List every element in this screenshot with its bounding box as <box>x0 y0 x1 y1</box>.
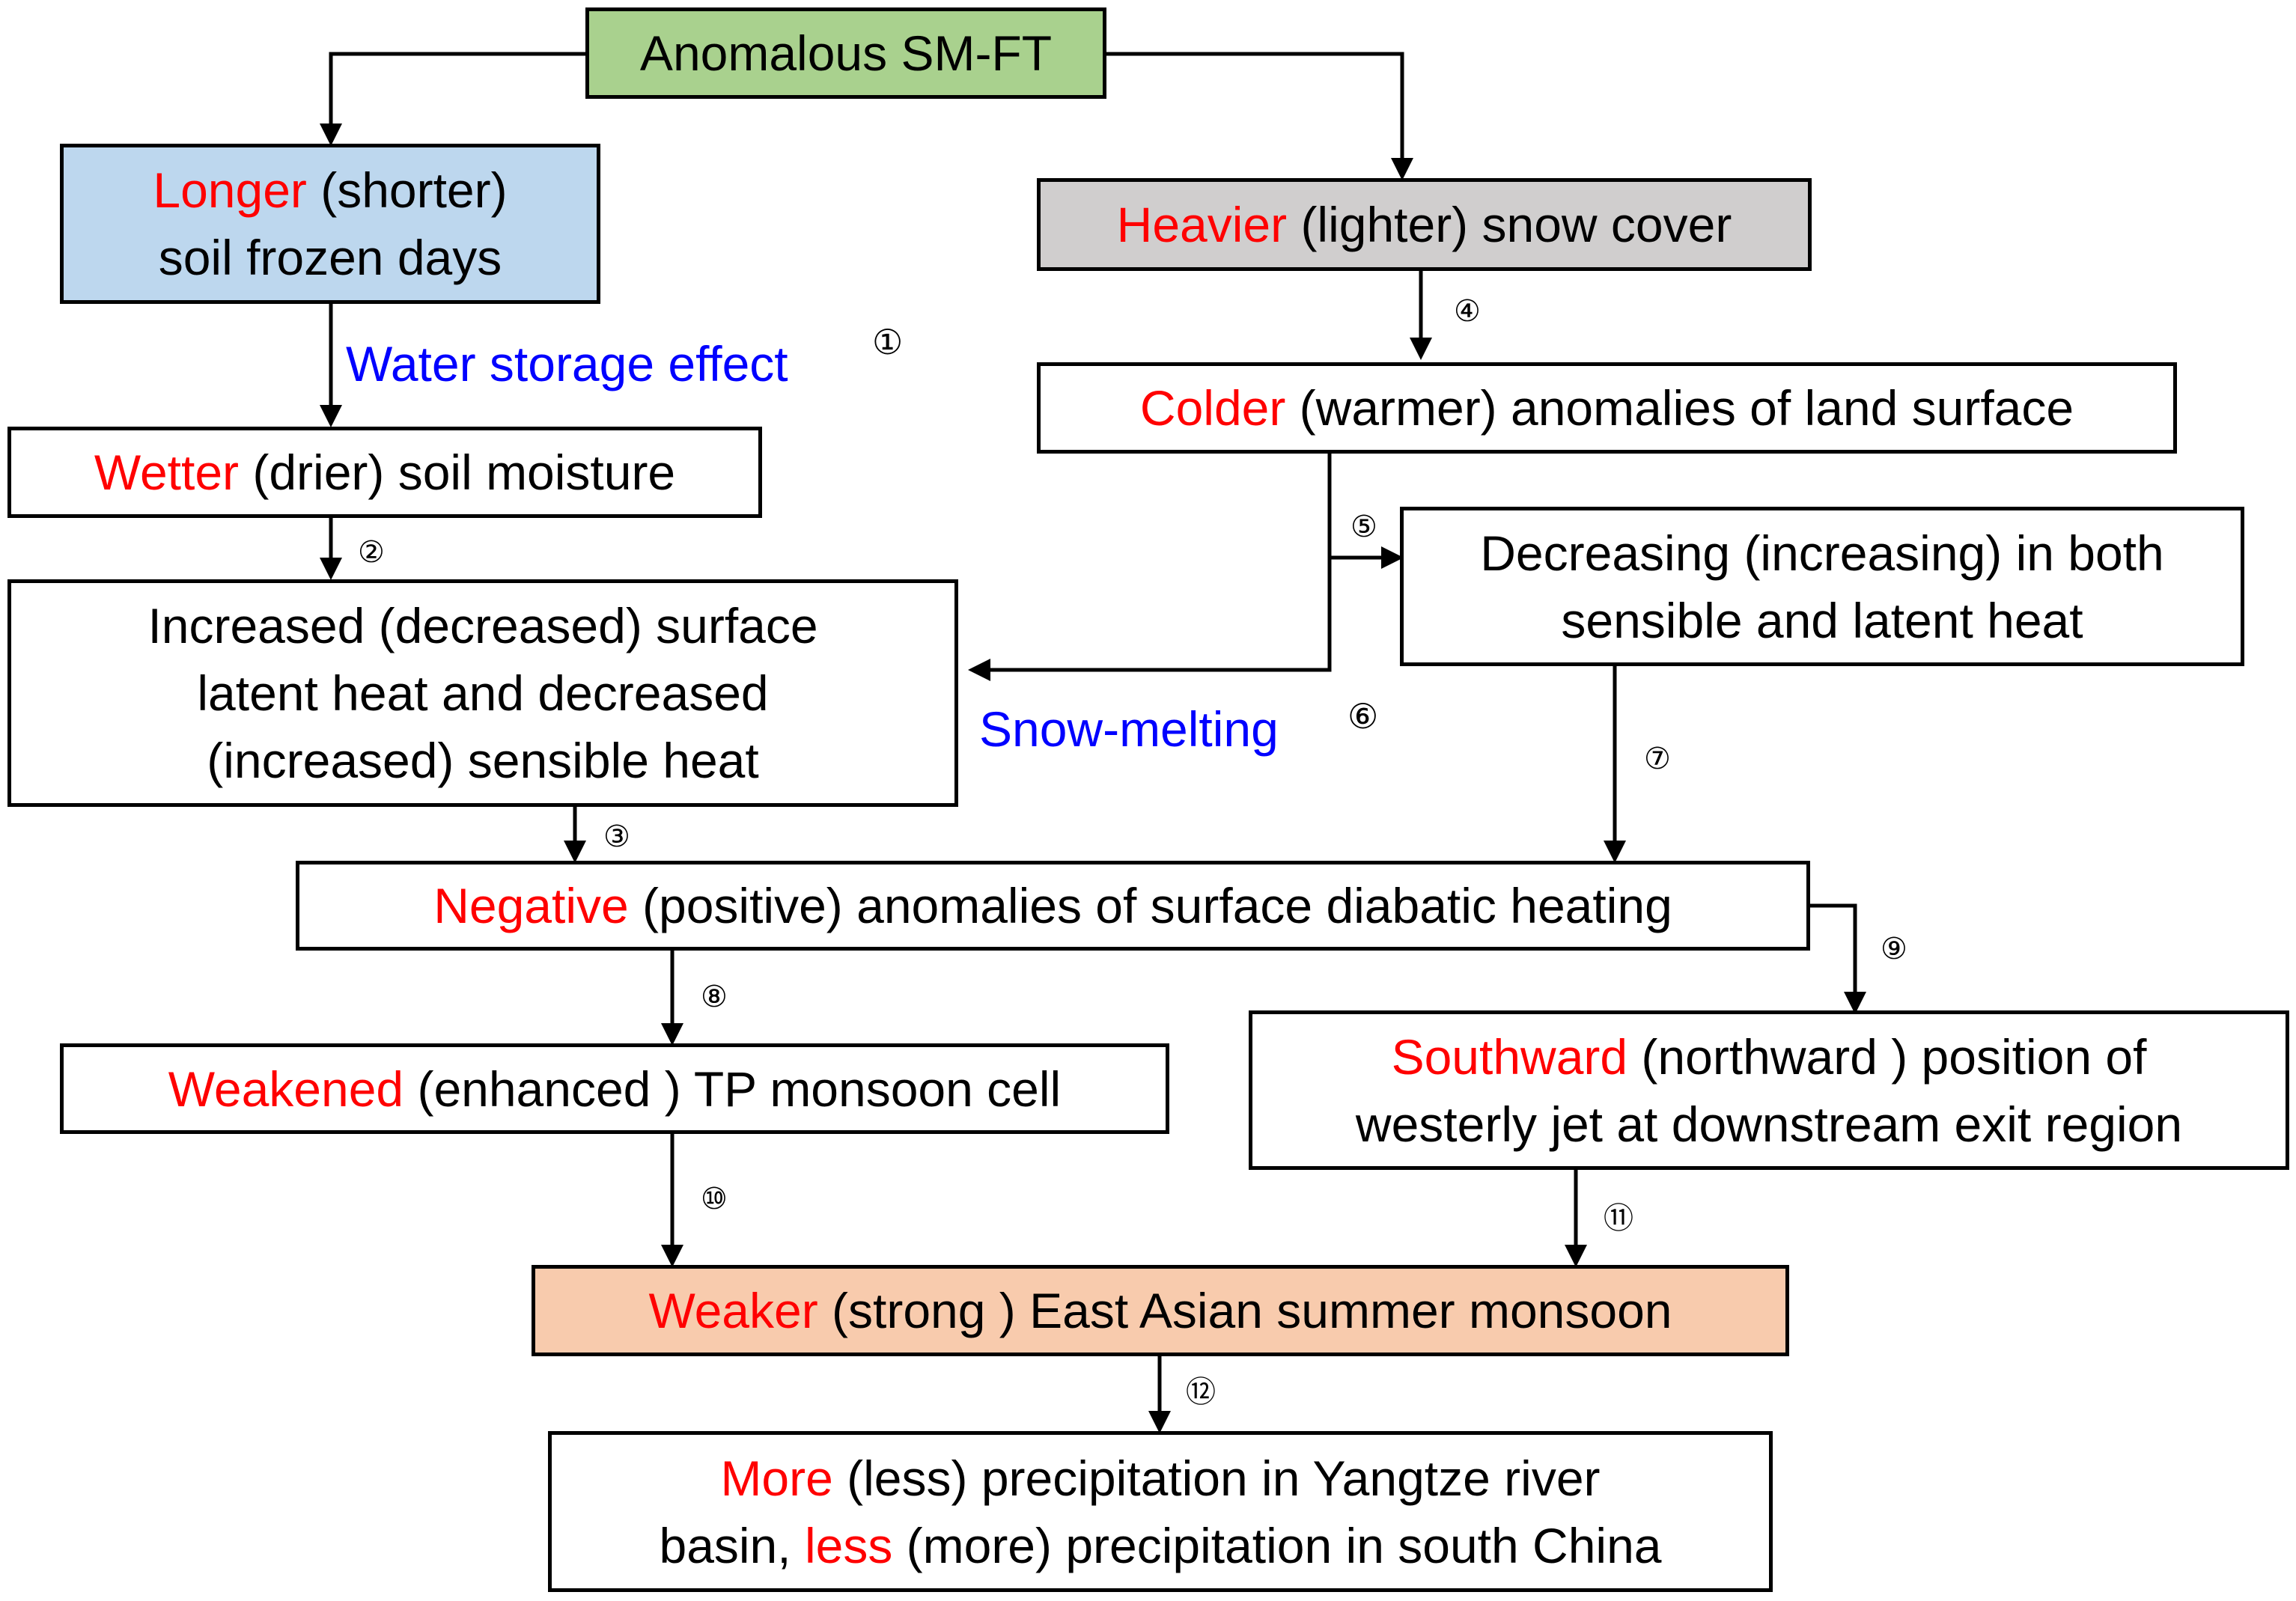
node-westerly-jet: Southward (northward ) position of weste… <box>1249 1010 2289 1170</box>
node-text: sensible and latent heat <box>1561 592 2083 648</box>
arrow-colder-to-increased <box>968 454 1332 681</box>
node-text: (positive) anomalies of surface diabatic… <box>628 878 1672 933</box>
node-text: Decreasing (increasing) in both <box>1480 525 2164 581</box>
step-number-1: ① <box>872 323 904 362</box>
node-text: (drier) soil moisture <box>239 445 676 500</box>
step-number-8: ⑧ <box>701 981 728 1013</box>
highlight-text: Heavier <box>1116 197 1288 252</box>
step-number-11: ⑪ <box>1604 1202 1633 1235</box>
node-text: (less) precipitation in Yangtze river <box>832 1450 1601 1506</box>
step-number-12: ⑫ <box>1186 1376 1216 1409</box>
highlight-text: Longer <box>153 162 307 218</box>
highlight-text: less <box>804 1517 893 1573</box>
node-heat-decreasing: Decreasing (increasing) in both sensible… <box>1400 507 2244 666</box>
highlight-text: Wetter <box>94 445 240 500</box>
node-text: (enhanced ) TP monsoon cell <box>404 1061 1062 1117</box>
highlight-text: Weakened <box>168 1061 404 1117</box>
highlight-text: Southward <box>1391 1028 1628 1085</box>
node-snow-cover: Heavier (lighter) snow cover <box>1037 178 1812 271</box>
node-text: westerly jet at downstream exit region <box>1355 1096 2183 1152</box>
node-text: (strong ) East Asian summer monsoon <box>817 1283 1672 1338</box>
node-text: (more) precipitation in south China <box>892 1517 1662 1573</box>
step-number-6: ⑥ <box>1348 697 1379 736</box>
node-text: basin, <box>659 1517 805 1573</box>
step-number-4: ④ <box>1454 295 1481 328</box>
node-text: (warmer) anomalies of land surface <box>1285 380 2074 436</box>
node-precipitation: More (less) precipitation in Yangtze riv… <box>548 1431 1773 1592</box>
node-soil-frozen-days: Longer (shorter) soil frozen days <box>60 144 600 304</box>
node-tp-monsoon-cell: Weakened (enhanced ) TP monsoon cell <box>60 1043 1169 1134</box>
arrow-negative-to-southward <box>1806 903 1866 1014</box>
arrow-top-to-frozen <box>320 52 585 146</box>
node-east-asian-monsoon: Weaker (strong ) East Asian summer monso… <box>532 1265 1789 1356</box>
snow-melting-label: Snow-melting <box>979 701 1279 757</box>
highlight-text: Weaker <box>648 1283 818 1338</box>
step-number-5: ⑤ <box>1351 510 1377 543</box>
step-number-2: ② <box>358 536 385 569</box>
highlight-text: Colder <box>1139 380 1286 436</box>
node-text: (shorter) <box>306 162 508 218</box>
highlight-text: More <box>720 1450 833 1506</box>
node-text: (northward ) position of <box>1627 1028 2147 1085</box>
node-latent-sensible-heat: Increased (decreased) surface latent hea… <box>7 579 958 807</box>
step-number-9: ⑨ <box>1881 933 1907 966</box>
arrow-top-to-snow <box>1106 52 1413 180</box>
node-text: Anomalous SM-FT <box>639 25 1053 81</box>
water-storage-effect-label: Water storage effect <box>346 336 788 391</box>
node-text: soil frozen days <box>158 230 502 285</box>
node-diabatic-heating: Negative (positive) anomalies of surface… <box>296 861 1810 951</box>
node-text: (lighter) snow cover <box>1287 197 1732 252</box>
highlight-text: Negative <box>433 878 629 933</box>
step-number-3: ③ <box>603 820 630 853</box>
step-number-10: ⑩ <box>701 1183 728 1216</box>
node-anomalous-sm-ft: Anomalous SM-FT <box>585 7 1106 99</box>
node-text: (increased) sensible heat <box>207 733 759 788</box>
node-soil-moisture: Wetter (drier) soil moisture <box>7 427 762 518</box>
step-number-7: ⑦ <box>1644 742 1671 775</box>
node-text: latent heat and decreased <box>197 665 769 721</box>
node-text: Increased (decreased) surface <box>147 598 818 653</box>
node-land-surface-anomalies: Colder (warmer) anomalies of land surfac… <box>1037 362 2177 454</box>
